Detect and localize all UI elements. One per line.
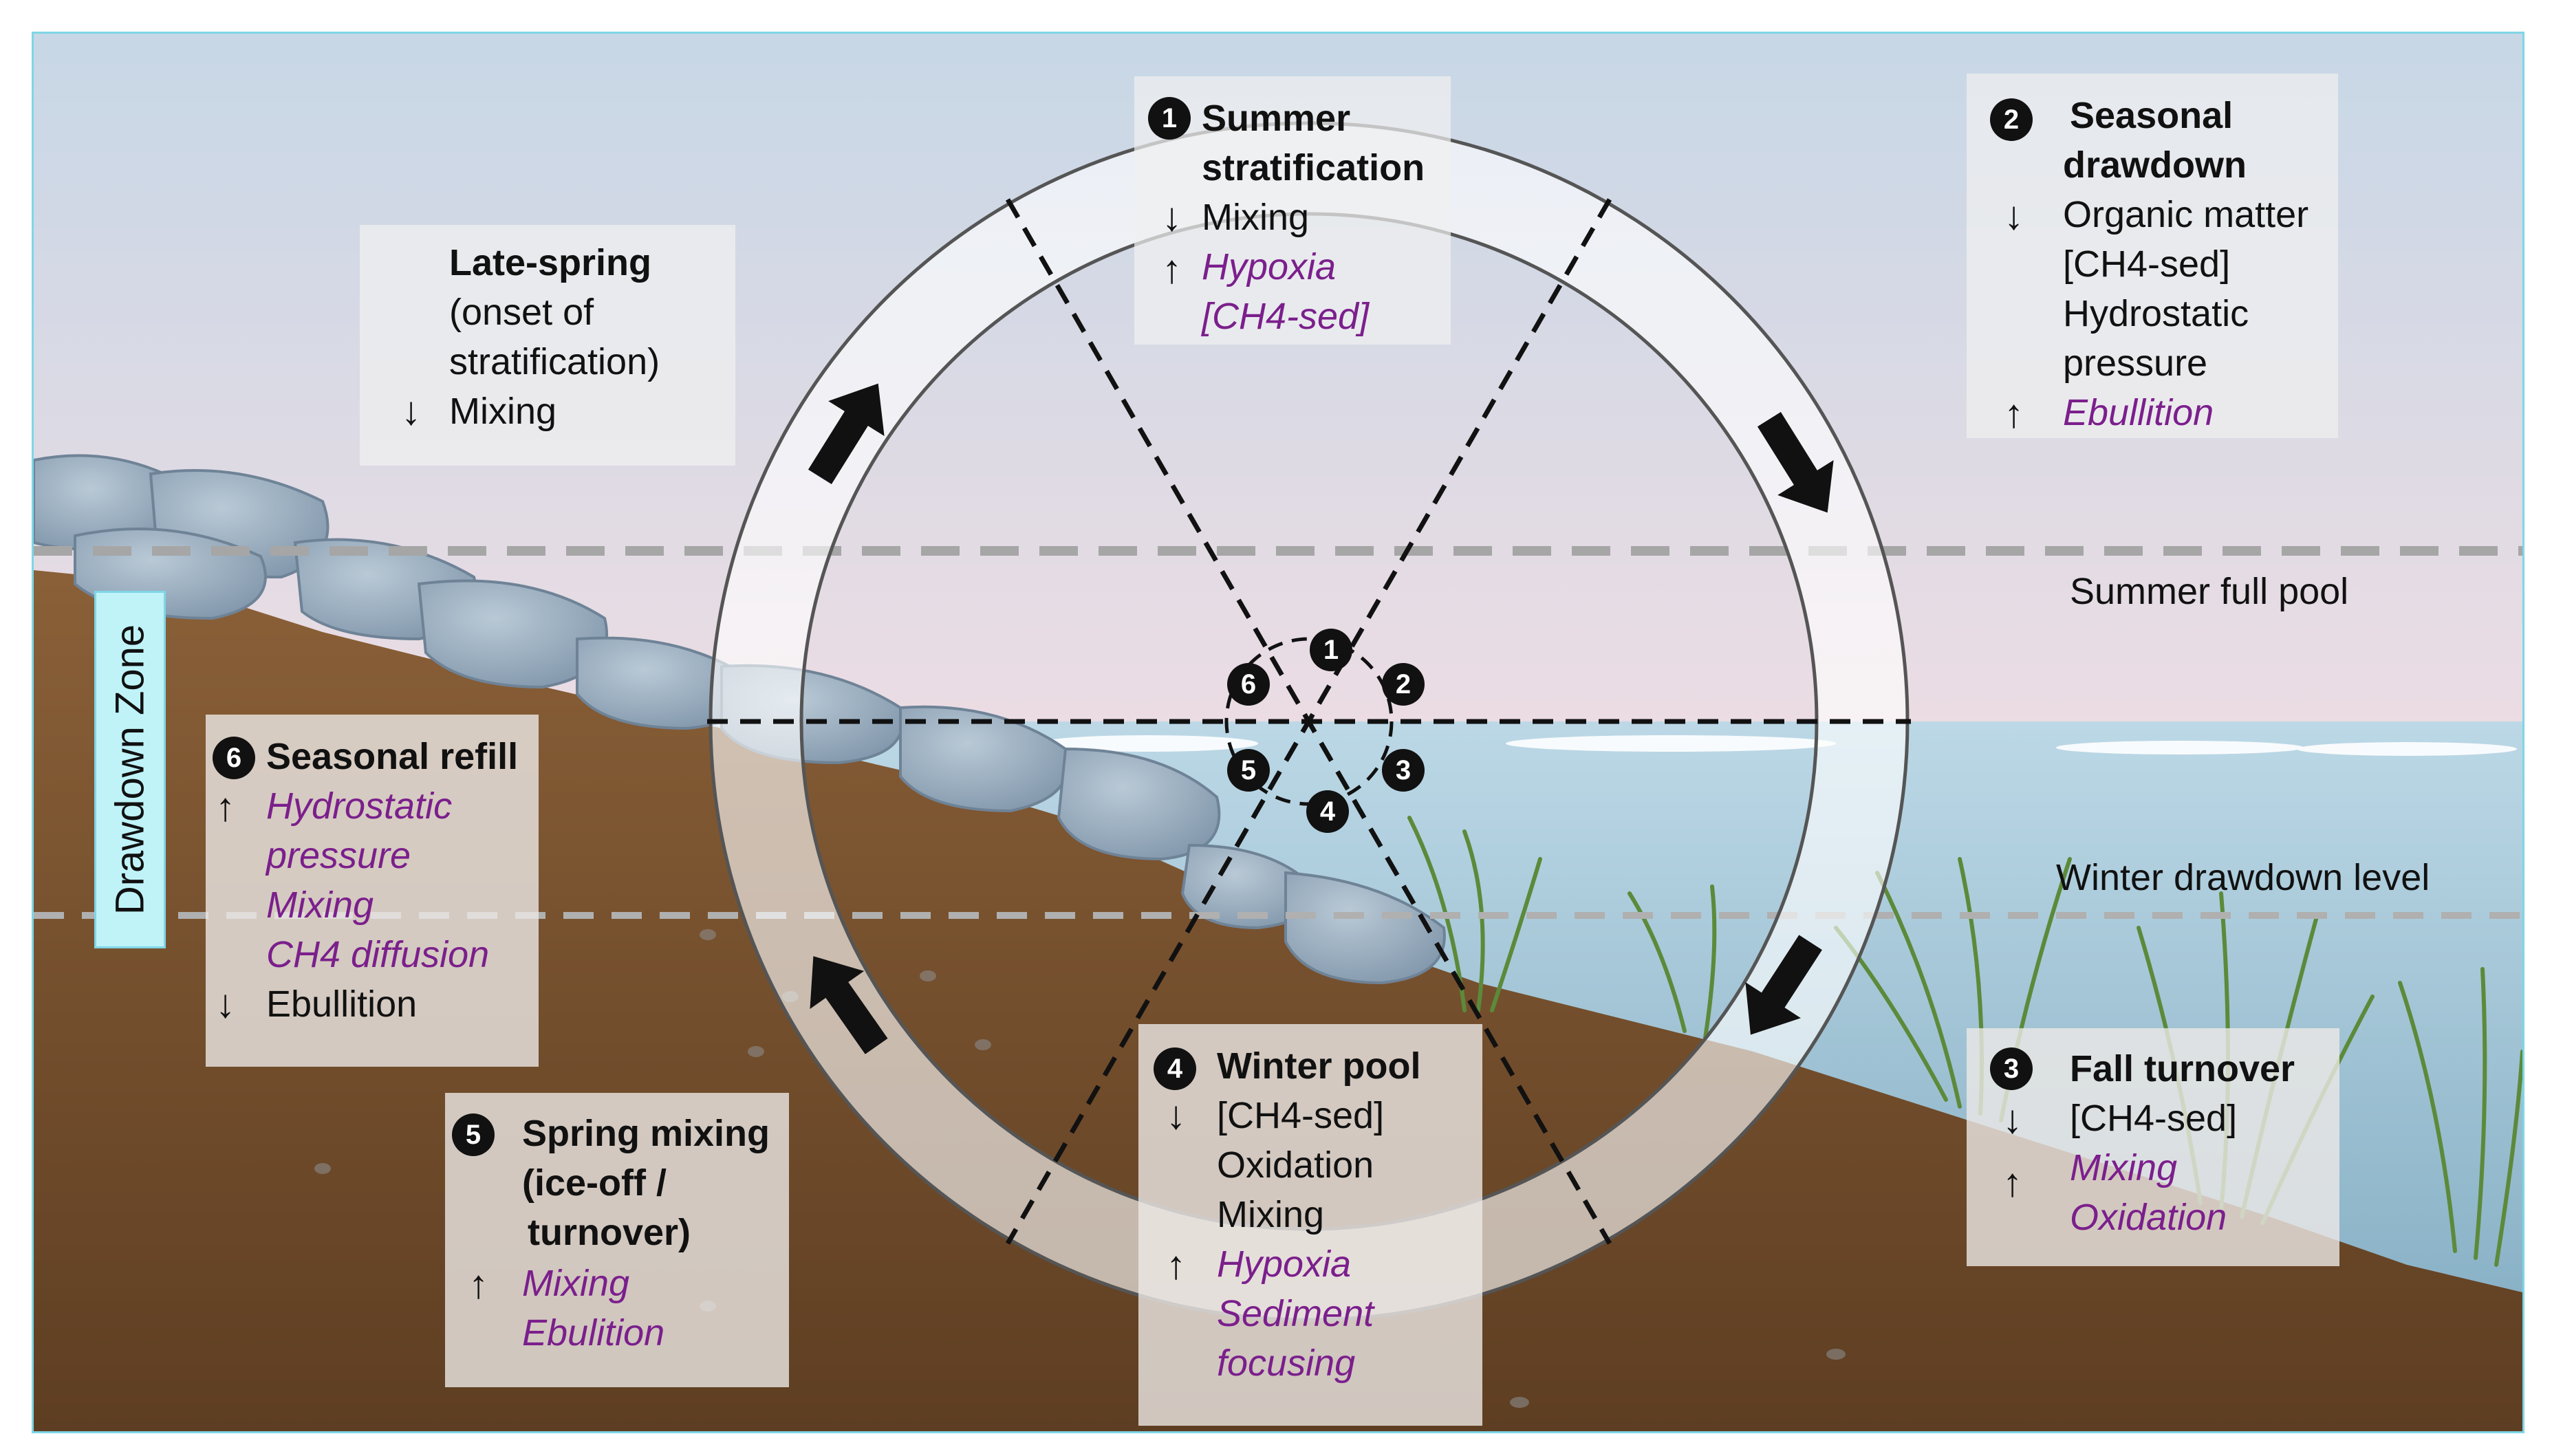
stage-number-3: 3 (1990, 1047, 2033, 1090)
down-arrow-icon: ↓ (1166, 1093, 1186, 1138)
up-arrow-icon: ↑ (2004, 391, 2024, 436)
down-arrow-icon: ↓ (215, 981, 235, 1026)
stage-line-ebullition: Ebullition (266, 984, 418, 1025)
stage-line-mixing: Mixing (1217, 1194, 1325, 1235)
stage-line-mixing: Mixing (1202, 197, 1310, 238)
stage-title-line1: Spring mixing (522, 1113, 770, 1154)
inner-marker-6: 6 (1227, 663, 1270, 706)
stage-line-sediment: Sediment (1217, 1293, 1374, 1334)
stage-spring-mixing: 5 Spring mixing (ice-off / turnover) ↑ M… (445, 1093, 789, 1387)
up-arrow-icon: ↑ (468, 1262, 488, 1307)
up-arrow-icon: ↑ (1162, 247, 1182, 292)
stage-line-ch4: [CH4-sed] (1202, 296, 1370, 337)
stage-line-ch4: [CH4-sed] (1217, 1095, 1385, 1136)
stage-title-line2: drawdown (2063, 144, 2247, 186)
stage-title-line2: stratification (1202, 147, 1425, 188)
stage-title: Fall turnover (2070, 1048, 2295, 1089)
down-arrow-icon: ↓ (1162, 195, 1182, 239)
stage-title-line2: (onset of (449, 292, 594, 333)
stage-line-ch4: [CH4-sed] (2063, 243, 2231, 285)
stage-number-2: 2 (1990, 98, 2033, 141)
stage-line-hydrostatic: Hydrostatic (266, 785, 453, 827)
stage-winter-pool: 4 Winter pool ↓ [CH4-sed] Oxidation Mixi… (1138, 1024, 1482, 1426)
stage-line-oxidation: Oxidation (2070, 1197, 2227, 1238)
stage-line-ebullition: Ebullition (2063, 392, 2214, 433)
stage-late-spring: Late-spring (onset of stratification) ↓ … (360, 225, 735, 466)
water-surface-highlights (1038, 735, 2517, 756)
down-arrow-icon: ↓ (2004, 193, 2024, 238)
stage-line-mixing: Mixing (449, 391, 557, 432)
stage-seasonal-drawdown: 2 Seasonal drawdown ↓ Organic matter [CH… (1967, 74, 2338, 438)
stage-number-1: 1 (1148, 97, 1191, 140)
stage-line-mixing: Mixing (266, 884, 374, 926)
stage-title-line1: Summer (1202, 98, 1351, 139)
stage-fall-turnover: 3 Fall turnover ↓ [CH4-sed] ↑ Mixing Oxi… (1967, 1028, 2339, 1266)
inner-marker-4: 4 (1306, 790, 1349, 833)
stage-summer-stratification: 1 Summer stratification ↓ Mixing ↑ Hypox… (1134, 76, 1451, 345)
stage-title-line1: Late-spring (449, 242, 652, 283)
stage-line-hypoxia: Hypoxia (1217, 1243, 1352, 1285)
stage-number-6: 6 (213, 737, 255, 779)
stage-title-line3: stratification) (449, 341, 660, 382)
stage-line-oxidation: Oxidation (1217, 1144, 1374, 1186)
cycle-direction-arrows (808, 383, 1834, 1054)
down-arrow-icon: ↓ (2002, 1097, 2022, 1142)
stage-line-ebulition: Ebulition (522, 1312, 665, 1354)
diagram-frame: 1 2 3 4 5 6 Summer full pool Winter draw… (32, 32, 2524, 1433)
stage-title: Winter pool (1217, 1045, 1421, 1087)
stage-line-mixing: Mixing (2070, 1147, 2178, 1188)
up-arrow-icon: ↑ (1166, 1243, 1186, 1287)
cycle-spokes (707, 198, 1911, 1245)
stage-title-line3: turnover) (528, 1212, 691, 1253)
stage-number-5: 5 (452, 1113, 495, 1156)
inner-marker-5: 5 (1227, 749, 1270, 792)
stage-title-line2: (ice-off / (522, 1162, 667, 1204)
winter-drawdown-label: Winter drawdown level (2056, 857, 2430, 898)
inner-marker-3: 3 (1382, 749, 1425, 792)
stage-line-pressure: pressure (2063, 343, 2208, 384)
stage-title: Seasonal refill (266, 736, 519, 777)
inner-marker-2: 2 (1382, 663, 1425, 706)
summer-full-pool-label: Summer full pool (2070, 571, 2349, 612)
stage-line-mixing: Mixing (522, 1263, 630, 1304)
stage-number-4: 4 (1154, 1047, 1196, 1090)
stage-title-line1: Seasonal (2070, 95, 2234, 136)
stage-line-ch4-diffusion: CH4 diffusion (266, 934, 490, 975)
stage-line-hypoxia: Hypoxia (1202, 246, 1337, 287)
stage-seasonal-refill: 6 Seasonal refill ↑ Hydrostatic pressure… (206, 715, 539, 1067)
stage-line-hydrostatic: Hydrostatic (2063, 293, 2249, 334)
stage-line-pressure: pressure (266, 835, 411, 876)
down-arrow-icon: ↓ (401, 389, 421, 433)
inner-marker-1: 1 (1310, 629, 1352, 671)
up-arrow-icon: ↑ (2002, 1160, 2022, 1205)
up-arrow-icon: ↑ (215, 785, 235, 829)
drawdown-zone-text: Drawdown Zone (107, 624, 153, 915)
stage-line-ch4: [CH4-sed] (2070, 1098, 2238, 1139)
stage-line-focusing: focusing (1217, 1343, 1356, 1384)
stage-line-organic-matter: Organic matter (2063, 194, 2309, 235)
drawdown-zone-label: Drawdown Zone (94, 591, 166, 948)
